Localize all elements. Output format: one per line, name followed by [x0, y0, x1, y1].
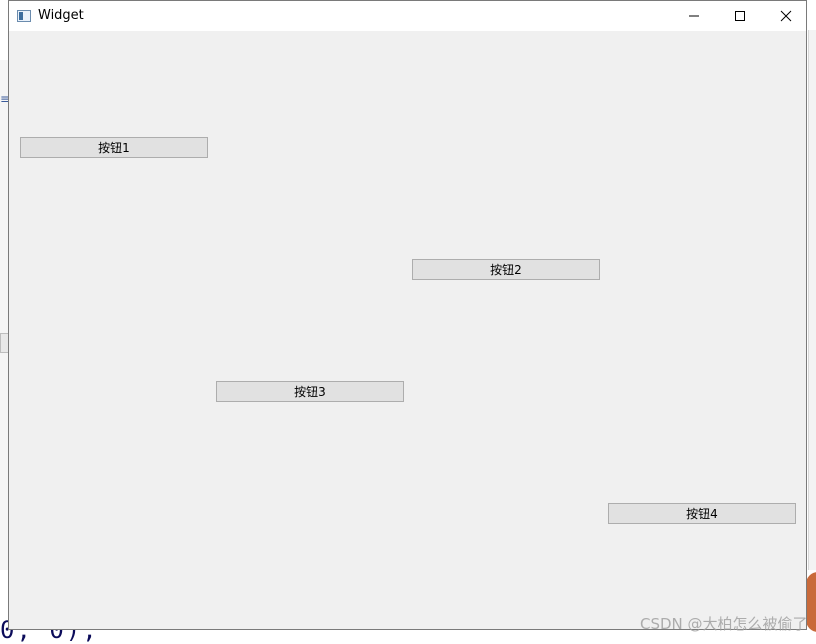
- csdn-watermark: CSDN @大柏怎么被偷了: [640, 615, 808, 633]
- background-text-fragment: ≡: [0, 92, 8, 106]
- button-4[interactable]: 按钮4: [608, 503, 796, 524]
- button-3[interactable]: 按钮3: [216, 381, 404, 402]
- maximize-icon: [735, 11, 745, 21]
- widget-client-area: 按钮1 按钮2 按钮3 按钮4: [9, 31, 806, 629]
- button-2[interactable]: 按钮2: [412, 259, 600, 280]
- maximize-button[interactable]: [717, 1, 763, 31]
- title-bar[interactable]: Widget: [9, 1, 806, 31]
- close-icon: [780, 10, 792, 22]
- close-button[interactable]: [763, 1, 809, 31]
- button-1[interactable]: 按钮1: [20, 137, 208, 158]
- widget-window: Widget 按钮1 按钮2 按钮3 按钮4: [8, 0, 807, 630]
- minimize-button[interactable]: [671, 1, 717, 31]
- minimize-icon: [689, 15, 699, 17]
- background-window-edge: [0, 60, 8, 570]
- background-window-right-edge: [808, 30, 816, 570]
- window-title: Widget: [38, 8, 84, 23]
- background-avatar: [806, 572, 816, 632]
- app-window-icon: [17, 10, 31, 22]
